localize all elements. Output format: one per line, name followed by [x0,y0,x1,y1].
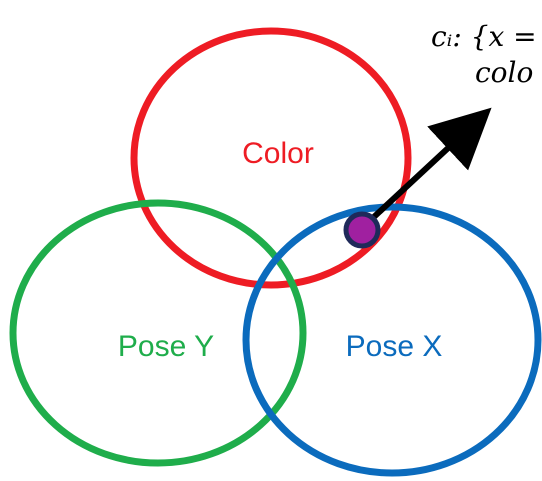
pose-y-set-circle [9,199,307,467]
pose-y-set-label: Pose Y [118,330,214,363]
pose-x-set-circle [242,203,542,477]
color-set-circle [130,27,412,289]
annotation-arrow [359,107,492,231]
annotation-line-1: cᵢ: {x = [431,20,537,53]
color-set-label: Color [242,137,314,170]
pose-x-set-label: Pose X [346,330,443,363]
intersection-point [343,211,381,249]
annotation-line-2: colo [475,56,533,89]
